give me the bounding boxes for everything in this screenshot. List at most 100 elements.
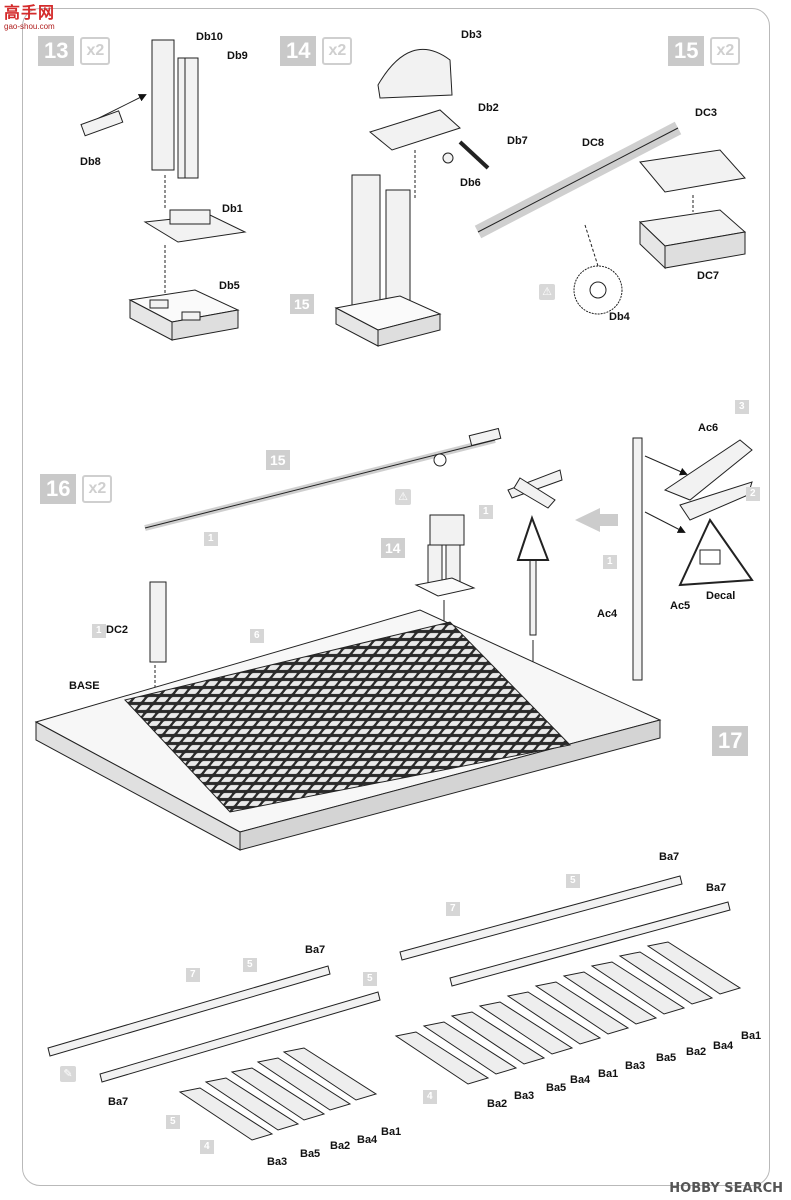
label-ac4: Ac4: [597, 608, 618, 620]
label-dc8: DC8: [582, 137, 605, 149]
sprue-tag-2: 2: [746, 487, 760, 501]
step-15-multiplier: x2: [710, 37, 741, 65]
label-ba2-right: Ba2: [686, 1046, 707, 1058]
sprue-tag-5a: 5: [243, 958, 257, 972]
substep-15-rod: 15: [266, 450, 290, 470]
label-dc3: DC3: [695, 107, 718, 119]
step-14-number: 14: [280, 36, 317, 66]
label-db8: Db8: [80, 156, 101, 168]
step-16-number: 16: [40, 474, 77, 504]
watermark-url: gao-shou.com: [4, 22, 55, 31]
post-db10: [151, 39, 175, 171]
label-ba7-right-top: Ba7: [659, 851, 680, 863]
label-base: BASE: [69, 680, 100, 692]
page-frame: [22, 8, 770, 1186]
substep-14-ref: 14: [381, 538, 405, 558]
caution-icon-center: ⚠: [395, 489, 411, 505]
post-right: [385, 189, 411, 311]
step-17-badge: 17: [712, 726, 749, 756]
label-ba1-right: Ba1: [741, 1030, 762, 1042]
lever-db8: [80, 110, 124, 137]
sprue-tag-7a: 7: [186, 968, 200, 982]
watermark-logo: 高手网: [4, 3, 56, 22]
step-15-number: 15: [668, 36, 705, 66]
pin-db6: [442, 152, 454, 164]
label-ba5-left: Ba5: [300, 1148, 321, 1160]
label-ba1-right-2: Ba1: [598, 1068, 619, 1080]
label-ac6: Ac6: [698, 422, 719, 434]
step14-drawing: [334, 48, 490, 347]
label-ba7-left-bottom: Ba7: [108, 1096, 129, 1108]
sprue-tag-3: 3: [735, 400, 749, 414]
step-13-number: 13: [38, 36, 75, 66]
step-13-badge: 13 x2: [38, 36, 111, 66]
step-13-multiplier: x2: [80, 37, 111, 65]
substep-15-ref: 15: [290, 294, 314, 314]
label-ba1-left: Ba1: [381, 1126, 402, 1138]
label-db7: Db7: [507, 135, 528, 147]
label-dc7: DC7: [697, 270, 720, 282]
rails-right: [394, 875, 742, 1085]
label-ba2-left: Ba2: [330, 1140, 351, 1152]
tray-db2: [368, 109, 461, 151]
label-db3: Db3: [461, 29, 482, 41]
label-db1: Db1: [222, 203, 243, 215]
step-14-multiplier: x2: [322, 37, 353, 65]
center-sign-post: [507, 469, 563, 702]
crossbar-ac6: [663, 439, 753, 501]
crank-db7: [458, 140, 490, 170]
rod-drawing: [144, 427, 502, 531]
label-ba7-right-bottom: Ba7: [706, 882, 727, 894]
site-watermark: 高手网 gao-shou.com: [4, 4, 68, 38]
sprue-tag-4b: 4: [200, 1140, 214, 1154]
cover-db3: [377, 48, 453, 99]
label-db9: Db9: [227, 50, 248, 62]
sprue-tag-4a: 4: [423, 1090, 437, 1104]
rails-left: [47, 965, 381, 1141]
post-db9: [177, 57, 199, 179]
sprue-tag-1d: 1: [92, 624, 106, 638]
sprue-tag-5c: 5: [566, 874, 580, 888]
label-ba2-right-2: Ba2: [487, 1098, 508, 1110]
sign-post-drawing: [632, 437, 754, 681]
step-17-number: 17: [712, 726, 749, 756]
label-ba5-right-2: Ba5: [546, 1082, 567, 1094]
label-db10: Db10: [196, 31, 223, 43]
label-db5: Db5: [219, 280, 240, 292]
step-16-badge: 16 x2: [40, 474, 113, 504]
base-plate: [34, 609, 662, 851]
label-db6: Db6: [460, 177, 481, 189]
cement-icon: ✎: [60, 1066, 76, 1082]
label-ba4-right-2: Ba4: [570, 1074, 591, 1086]
label-ba3-right-2: Ba3: [514, 1090, 535, 1102]
step15-drawing: [474, 121, 747, 315]
step13-drawing: [80, 39, 247, 341]
caution-icon-gear: ⚠: [539, 284, 555, 300]
step-16-multiplier: x2: [82, 475, 113, 503]
label-db2: Db2: [478, 102, 499, 114]
label-decal: Decal: [706, 590, 736, 602]
pole-ac4: [632, 437, 643, 681]
label-db4: Db4: [609, 311, 630, 323]
label-dc2: DC2: [106, 624, 129, 636]
sprue-tag-5b: 5: [363, 972, 377, 986]
sprue-tag-6: 6: [250, 629, 264, 643]
label-ba3-right: Ba3: [625, 1060, 646, 1072]
sprue-tag-1b: 1: [479, 505, 493, 519]
sprue-tag-5d: 5: [166, 1115, 180, 1129]
step-14-badge: 14 x2: [280, 36, 353, 66]
post-left: [351, 174, 381, 306]
label-ba4-left: Ba4: [357, 1134, 378, 1146]
center-gearbox-post: [414, 514, 476, 652]
sprue-tag-1c: 1: [603, 555, 617, 569]
direction-arrow: [575, 508, 618, 532]
label-ba7-left-top: Ba7: [305, 944, 326, 956]
footer-brand: HOBBY SEARCH: [669, 1181, 783, 1196]
step-15-badge: 15 x2: [668, 36, 741, 66]
sprue-tag-1a: 1: [204, 532, 218, 546]
label-ba4-right: Ba4: [713, 1040, 734, 1052]
sprue-tag-7b: 7: [446, 902, 460, 916]
label-ba5-right: Ba5: [656, 1052, 677, 1064]
label-ac5: Ac5: [670, 600, 691, 612]
